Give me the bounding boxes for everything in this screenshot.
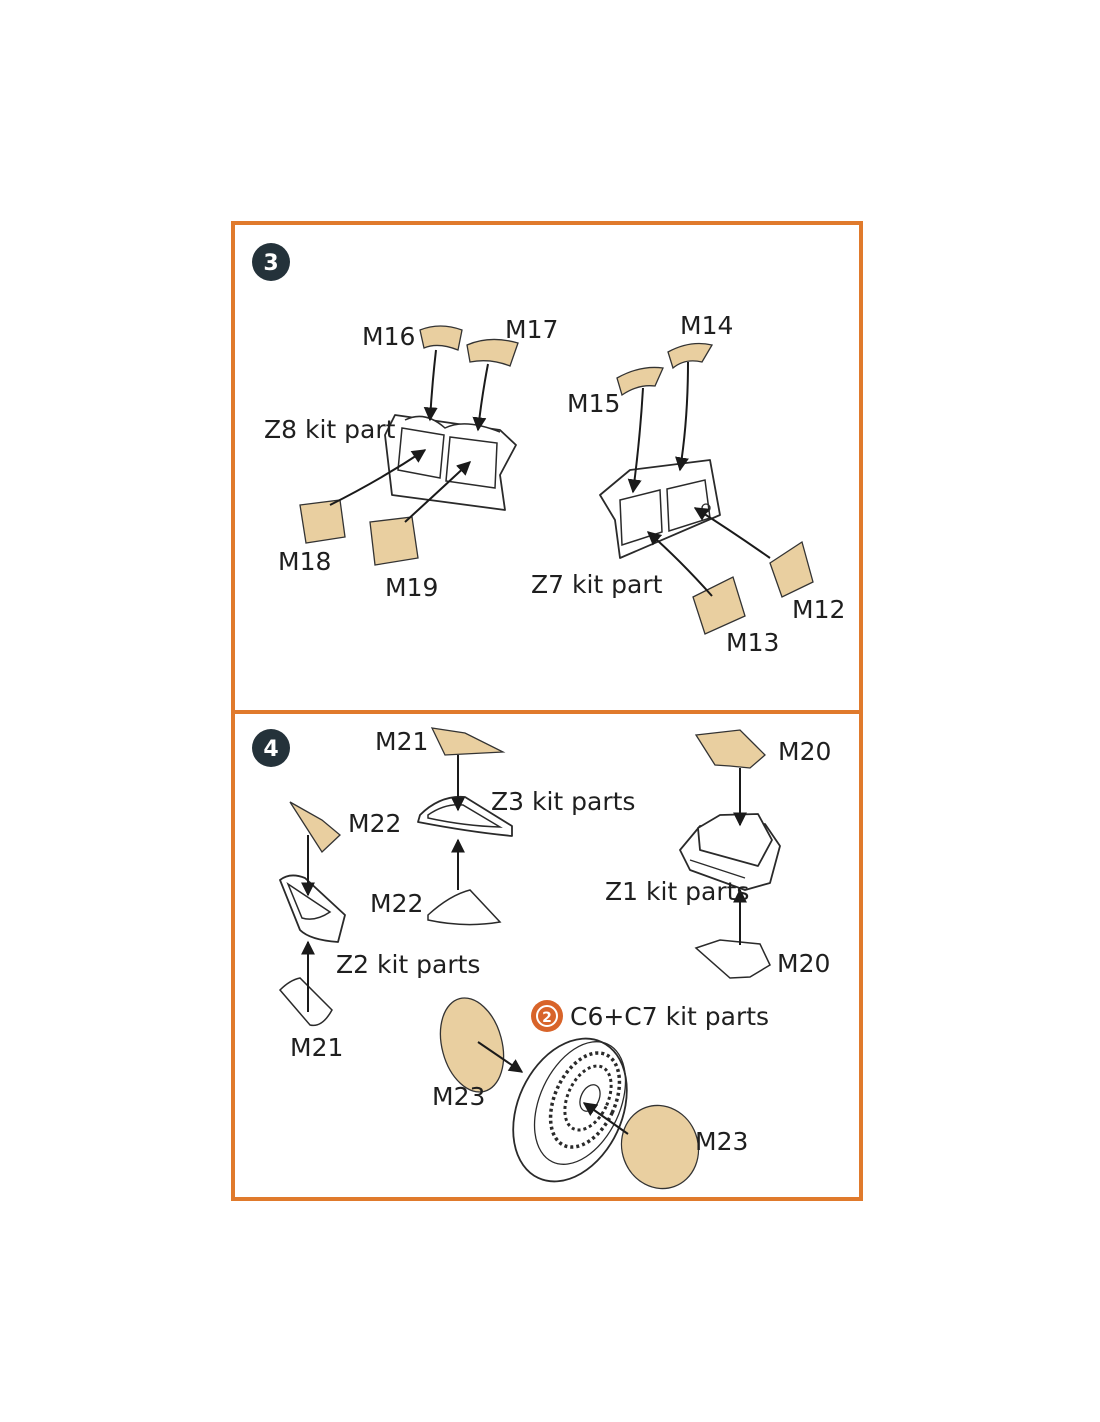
label-m15: M15 <box>567 389 620 418</box>
c6-c7-reference-icon: 2 <box>531 1000 563 1032</box>
z1-kit-parts-drawing <box>679 813 781 891</box>
m19-mask <box>369 516 419 566</box>
m23-right-mask <box>620 1104 700 1190</box>
m20-bottom-outline <box>694 939 771 979</box>
z3-kit-parts-drawing <box>417 795 513 837</box>
label-z7-kit-part: Z7 kit part <box>531 570 663 599</box>
label-m22-mid: M22 <box>370 889 423 918</box>
label-m13: M13 <box>726 628 779 657</box>
z2-kit-parts-drawing <box>279 874 346 943</box>
m21-bottom-outline <box>278 977 333 1027</box>
label-m21-top: M21 <box>375 727 428 756</box>
arrow-m18 <box>329 449 427 506</box>
label-m23-left: M23 <box>432 1082 485 1111</box>
step-3-badge: 3 <box>252 243 290 281</box>
m21-top-mask <box>430 727 506 756</box>
step-4-number: 4 <box>263 737 278 762</box>
m12-mask <box>769 540 814 598</box>
arrow-m13 <box>646 531 713 597</box>
label-m22-left: M22 <box>348 809 401 838</box>
label-m20-top: M20 <box>778 737 831 766</box>
m13-mask <box>692 576 746 635</box>
label-m16: M16 <box>362 322 415 351</box>
step-3-number: 3 <box>263 251 278 276</box>
m22-mid-outline <box>427 889 502 926</box>
arrow-m17 <box>472 363 489 432</box>
step-4-badge: 4 <box>252 729 290 767</box>
label-m18: M18 <box>278 547 331 576</box>
arrow-m16 <box>423 349 438 422</box>
m17-mask <box>466 338 519 367</box>
label-z8-kit-part: Z8 kit part <box>264 415 396 444</box>
m22-left-mask <box>289 801 341 854</box>
label-z1-kit-parts: Z1 kit parts <box>605 877 749 906</box>
label-m20-bottom: M20 <box>777 949 830 978</box>
label-m17: M17 <box>505 315 558 344</box>
step-4-frame <box>231 710 863 1201</box>
arrow-m23-right <box>582 1102 629 1135</box>
arrow-m23-left <box>477 1041 524 1073</box>
m23-left-mask <box>439 997 505 1093</box>
m18-mask <box>299 499 346 544</box>
c6-c7-reference-number: 2 <box>542 1010 552 1026</box>
m16-mask <box>419 325 463 351</box>
step-4-panel: 4 2 <box>231 710 863 1201</box>
c6-c7-wheel-drawing <box>512 1037 628 1183</box>
label-c6-c7-kit-parts: C6+C7 kit parts <box>570 1002 769 1031</box>
label-m23-right: M23 <box>695 1127 748 1156</box>
arrow-m14 <box>675 361 689 472</box>
m14-mask <box>667 342 714 370</box>
label-m21-bottom: M21 <box>290 1033 343 1062</box>
m20-top-mask <box>694 729 766 769</box>
arrow-m12 <box>693 507 771 559</box>
label-z3-kit-parts: Z3 kit parts <box>491 787 635 816</box>
label-m12: M12 <box>792 595 845 624</box>
arrow-m15 <box>627 387 644 494</box>
m15-mask <box>616 366 664 397</box>
label-m19: M19 <box>385 573 438 602</box>
arrow-m19 <box>404 461 472 523</box>
label-m14: M14 <box>680 311 733 340</box>
label-z2-kit-parts: Z2 kit parts <box>336 950 480 979</box>
step-3-panel: 3 <box>231 221 863 714</box>
